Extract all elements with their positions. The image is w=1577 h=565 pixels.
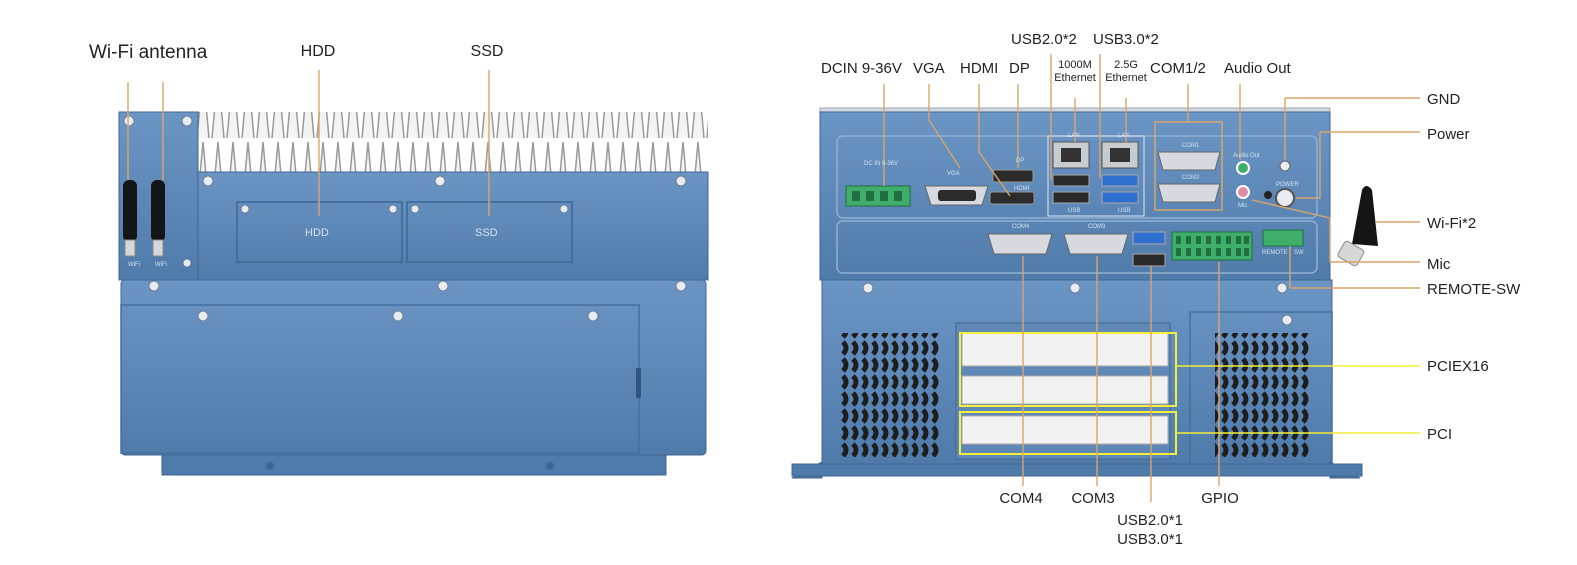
usb30-pair xyxy=(1101,191,1139,204)
com3-print: COM3 xyxy=(1088,224,1106,230)
com3-port xyxy=(1063,233,1129,255)
audio-print: Audio Out xyxy=(1233,153,1260,159)
label-com12: COM1/2 xyxy=(1150,60,1206,77)
lan-print-1: LAN xyxy=(1068,133,1080,139)
front-view xyxy=(118,111,709,476)
wifi-right-print: WiFi xyxy=(155,262,167,268)
right-vents xyxy=(1215,333,1311,457)
label-mic: Mic xyxy=(1427,256,1451,273)
label-usb30x2: USB3.0*2 xyxy=(1093,31,1159,48)
usb20-pair xyxy=(1052,191,1090,204)
dp-print: DP xyxy=(1016,158,1025,164)
hdmi-port xyxy=(989,191,1035,205)
label-wifi-antenna: Wi-Fi antenna xyxy=(89,42,208,63)
label-pci: PCI xyxy=(1427,426,1453,443)
dcin-print: DC IN 9-36V xyxy=(864,161,899,167)
com1-print: COM1 xyxy=(1182,143,1200,149)
com4-print: COM4 xyxy=(1012,224,1030,230)
lan-print-2: LAN xyxy=(1118,133,1130,139)
usb30-single xyxy=(1132,231,1166,245)
pciex16-slot-2 xyxy=(961,375,1169,405)
power-button xyxy=(1275,188,1295,208)
label-usb-line2: USB3.0*1 xyxy=(1117,531,1183,548)
front-lower-body xyxy=(120,279,707,456)
sw-print: SW xyxy=(1294,250,1304,256)
com2-print: COM2 xyxy=(1182,175,1200,181)
label-power: Power xyxy=(1427,126,1470,143)
dp-port xyxy=(992,169,1034,183)
label-hdmi: HDMI xyxy=(960,60,999,77)
usb20-single xyxy=(1132,253,1166,267)
lower-io-plate xyxy=(836,220,1318,274)
front-wifi-antennas xyxy=(123,180,165,257)
com4-port xyxy=(987,233,1053,255)
label-eth1000-line1: 1000M xyxy=(1058,59,1092,71)
label-eth25-line1: 2.5G xyxy=(1114,59,1138,71)
remote-print: REMOTE xyxy=(1262,250,1288,256)
ssd-tray-print: SSD xyxy=(475,227,498,239)
label-com4: COM4 xyxy=(999,490,1043,507)
front-base-plate xyxy=(161,454,667,476)
usb-print-2: USB xyxy=(1118,208,1131,214)
label-audio-out: Audio Out xyxy=(1224,60,1291,77)
rear-screws xyxy=(862,282,1293,326)
callout-lines xyxy=(127,54,1420,502)
mic-print: Mic xyxy=(1238,203,1248,209)
hdmi-print: HDMI xyxy=(1014,186,1030,192)
label-usb-line1: USB2.0*1 xyxy=(1117,512,1183,529)
left-vents xyxy=(840,333,940,457)
usb-print-1: USB xyxy=(1068,208,1081,214)
label-usb20x2: USB2.0*2 xyxy=(1011,31,1077,48)
slot-callout-lines xyxy=(1176,365,1420,434)
com2-port xyxy=(1157,183,1221,203)
audio-out-jack xyxy=(1236,161,1250,175)
rear-wifi-antenna xyxy=(1337,186,1378,267)
pciex16-slot-1 xyxy=(961,332,1169,367)
label-com3: COM3 xyxy=(1071,490,1115,507)
label-remote-sw: REMOTE-SW xyxy=(1427,281,1521,298)
label-dcin: DCIN 9-36V xyxy=(821,60,902,77)
com1-port xyxy=(1157,151,1221,171)
door-latch xyxy=(636,368,641,398)
label-ssd: SSD xyxy=(470,43,504,60)
front-upper-body xyxy=(197,171,709,281)
wifi-left-print: WiFi xyxy=(128,262,140,268)
label-eth25-line2: Ethernet xyxy=(1105,72,1147,84)
power-print: POWER xyxy=(1276,182,1299,188)
label-dp: DP xyxy=(1009,60,1030,77)
vga-print: VGA xyxy=(947,171,960,177)
label-gpio: GPIO xyxy=(1201,490,1239,507)
hdd-tray-print: HDD xyxy=(305,227,329,239)
front-screws xyxy=(123,115,687,322)
mic-jack xyxy=(1236,185,1250,199)
label-wifi2: Wi-Fi*2 xyxy=(1427,215,1477,232)
label-vga: VGA xyxy=(913,60,945,77)
label-gnd: GND xyxy=(1427,91,1461,108)
pciex16-frame xyxy=(959,332,1177,407)
remote-sw-terminal xyxy=(1262,229,1304,247)
gnd-screw xyxy=(1279,160,1291,172)
label-pciex16: PCIEX16 xyxy=(1427,358,1489,375)
label-hdd: HDD xyxy=(300,43,336,60)
pci-slot xyxy=(961,415,1169,445)
label-eth1000-line2: Ethernet xyxy=(1054,72,1096,84)
heatsink-fins xyxy=(198,112,708,174)
